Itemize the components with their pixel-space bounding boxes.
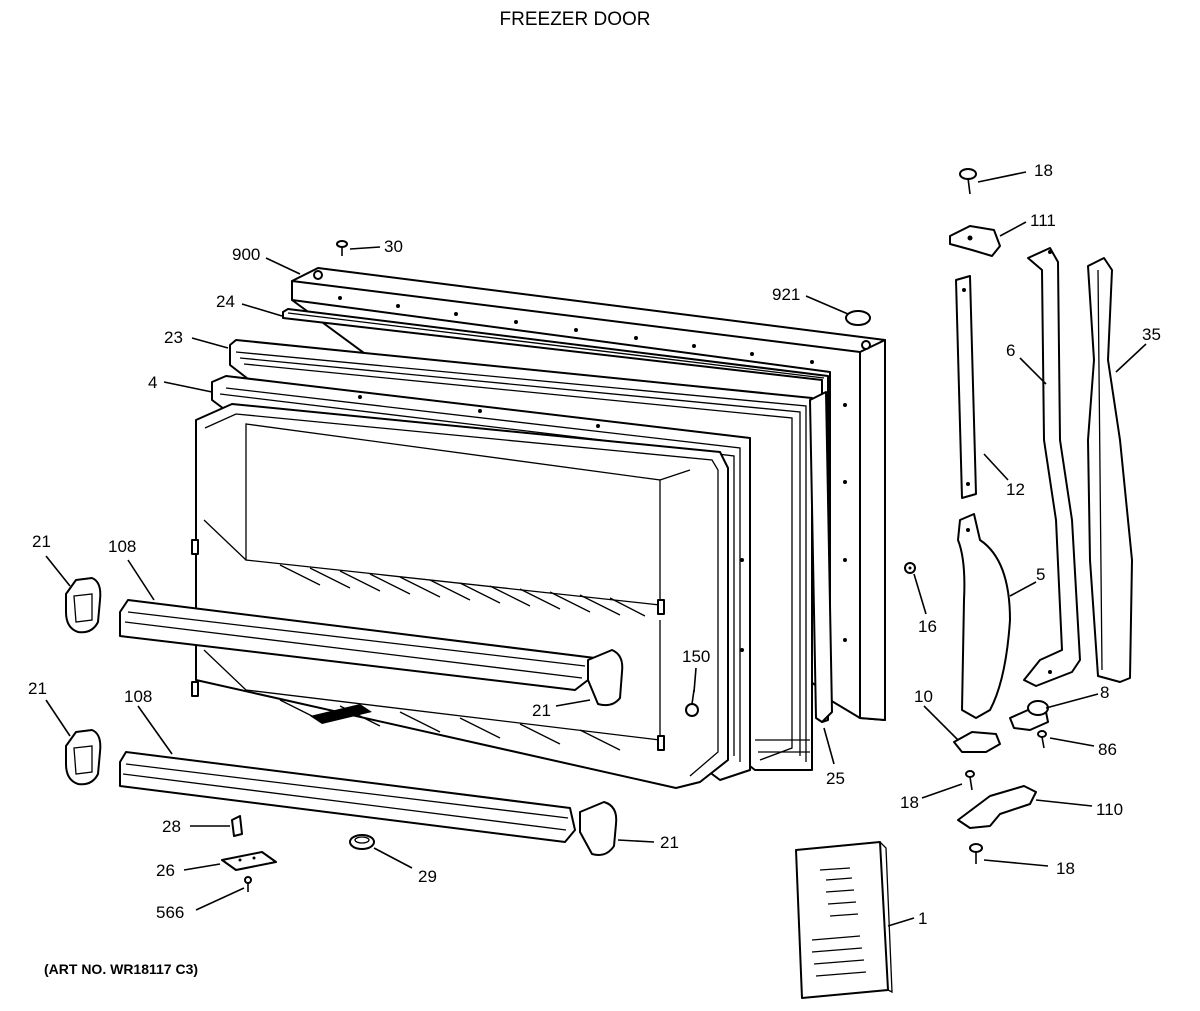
- part-hinge-bracket-top: [949, 225, 1001, 257]
- callout-108-b: 108: [124, 687, 152, 706]
- callout-labels: 18 111 30 900 921 24 23 4 6 35 12 5 16 2…: [28, 161, 1161, 928]
- part-button: [349, 834, 375, 850]
- callout-8: 8: [1100, 683, 1109, 702]
- part-booklet: [795, 841, 893, 999]
- part-pin: [231, 815, 243, 837]
- part-hinge-piece: [953, 731, 1001, 753]
- callout-21-b: 21: [532, 701, 551, 720]
- diagram-title: FREEZER DOOR: [500, 9, 651, 30]
- part-hinge-cover: [957, 513, 1011, 719]
- part-screw-bottom: [969, 843, 983, 864]
- callout-24: 24: [216, 292, 235, 311]
- callout-110: 110: [1096, 800, 1123, 819]
- callout-18-top: 18: [1034, 161, 1053, 180]
- callout-111: 111: [1030, 211, 1056, 230]
- callout-29: 29: [418, 867, 437, 886]
- callout-21-a: 21: [32, 532, 51, 551]
- part-screw-566: [244, 876, 252, 892]
- part-door-gasket-strip: [1087, 257, 1133, 683]
- callout-5: 5: [1036, 565, 1045, 584]
- leader-lines: [45, 171, 1147, 927]
- callout-21-c: 21: [28, 679, 47, 698]
- callout-566: 566: [156, 903, 184, 922]
- callout-16: 16: [918, 617, 937, 636]
- callout-21-d: 21: [660, 833, 679, 852]
- callout-1: 1: [918, 909, 927, 928]
- callout-86: 86: [1098, 740, 1117, 759]
- part-washer: [904, 562, 916, 574]
- callout-18-mid: 18: [900, 793, 919, 812]
- callout-108-a: 108: [108, 537, 136, 556]
- part-screw-86: [1037, 730, 1047, 749]
- callout-150: 150: [682, 647, 710, 666]
- callout-900: 900: [232, 245, 260, 264]
- part-end-cap-left-lower: [65, 729, 102, 786]
- part-plate: [221, 851, 277, 871]
- part-end-cap-left-upper: [65, 577, 102, 634]
- callout-921: 921: [772, 285, 800, 304]
- callout-35: 35: [1142, 325, 1161, 344]
- part-long-bracket: [1023, 247, 1081, 687]
- art-number: (ART NO. WR18117 C3): [44, 961, 198, 977]
- part-breaker-strip: [282, 308, 829, 723]
- callout-18-bot: 18: [1056, 859, 1075, 878]
- callout-6: 6: [1006, 341, 1015, 360]
- part-plug: [845, 310, 871, 326]
- part-hinge-cap: [1009, 700, 1049, 731]
- part-screw-150: [685, 689, 699, 717]
- part-shelf-rail-lower: [119, 751, 576, 843]
- part-rail-cap-upper: [587, 649, 624, 707]
- part-rail-cap-lower: [579, 801, 618, 856]
- callout-4: 4: [148, 373, 157, 392]
- part-hinge-strip: [955, 275, 977, 499]
- part-side-strip: [809, 391, 833, 723]
- callout-12: 12: [1006, 480, 1025, 499]
- part-screw-mid: [965, 770, 975, 791]
- callout-30: 30: [384, 237, 403, 256]
- part-inner-liner: [191, 403, 729, 789]
- callout-10: 10: [914, 687, 933, 706]
- callout-23: 23: [164, 328, 183, 347]
- part-screw-top: [959, 168, 977, 195]
- callout-25: 25: [826, 769, 845, 788]
- callout-28: 28: [162, 817, 181, 836]
- part-bottom-hinge: [957, 785, 1037, 829]
- part-screw-30: [336, 240, 348, 256]
- callout-26: 26: [156, 861, 175, 880]
